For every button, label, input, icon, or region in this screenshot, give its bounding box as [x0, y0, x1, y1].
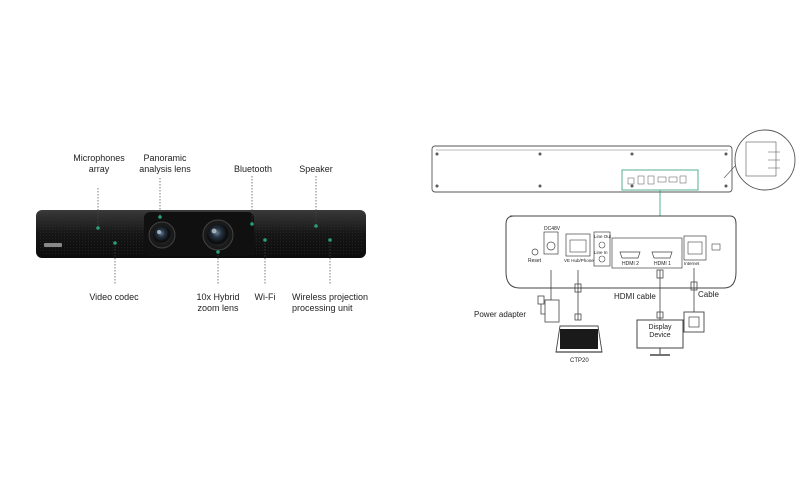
cables	[537, 268, 698, 323]
line-in-jack-icon	[598, 255, 606, 263]
video-bar-front	[36, 210, 366, 258]
label-microphones-array: Microphones array	[73, 153, 125, 174]
lock-icon	[711, 243, 721, 251]
ethernet-jack-icon	[683, 311, 705, 333]
label-video-codec: Video codec	[89, 292, 139, 302]
internet-port-icon	[687, 241, 703, 255]
port-label-hdmi1: HDMI 1	[654, 261, 671, 267]
dc-jack-icon	[546, 241, 556, 251]
brand-logo	[44, 243, 62, 247]
hdmi1-port-icon	[651, 251, 673, 259]
label-power-adapter: Power adapter	[474, 310, 527, 319]
port-panel	[505, 215, 737, 289]
rj45-port-icon	[569, 239, 587, 253]
port-label-line-out: Line Out	[594, 234, 612, 239]
label-cable: Cable	[698, 290, 719, 299]
hdmi2-port-icon	[619, 251, 641, 259]
port-label-dc: DC48V	[544, 226, 561, 232]
label-wireless-projection: Wireless projection processing unit	[292, 292, 369, 313]
label-ctp20: CTP20	[570, 358, 589, 364]
video-bar-rear	[431, 129, 796, 216]
line-out-jack-icon	[598, 241, 606, 249]
label-zoom-lens: 10x Hybrid zoom lens	[196, 292, 240, 313]
touch-panel-icon	[555, 325, 603, 353]
port-label-ve-hub: VE Hub/Phone	[564, 258, 594, 263]
port-label-reset: Reset	[528, 258, 542, 264]
label-hdmi-cable: HDMI cable	[614, 292, 656, 301]
port-label-internet: Internet	[684, 261, 700, 266]
port-label-line-in: Line In	[594, 250, 608, 255]
label-panoramic-lens: Panoramic analysis lens	[139, 153, 191, 174]
monitor-icon	[636, 319, 684, 356]
port-label-hdmi2: HDMI 2	[622, 261, 639, 267]
label-bluetooth: Bluetooth	[233, 164, 273, 174]
label-display-device: Display Device	[648, 324, 672, 339]
front-callouts	[96, 176, 332, 285]
label-speaker: Speaker	[299, 164, 333, 174]
reset-button-icon	[531, 248, 539, 256]
label-wifi: Wi-Fi	[254, 292, 276, 302]
